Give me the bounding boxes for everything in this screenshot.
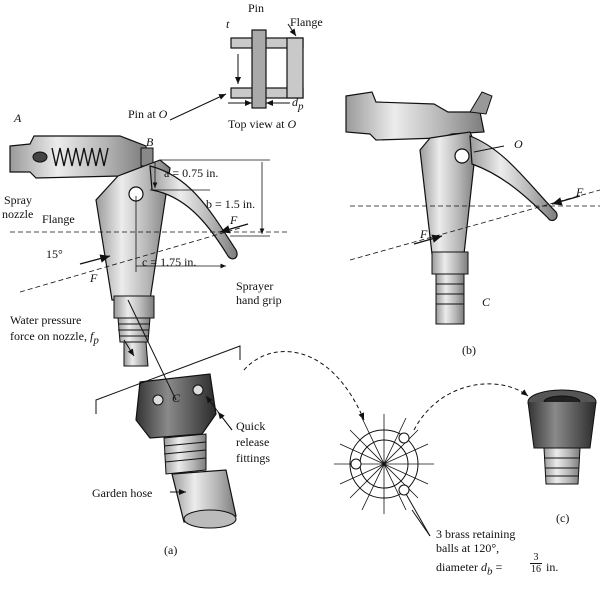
force-arrow-f-left: [79, 254, 111, 265]
label-fittings: fittings: [236, 451, 271, 465]
label-b-point: B: [146, 135, 154, 149]
label-sprayer: Sprayer: [236, 279, 274, 293]
quick-release-fitting: [135, 373, 217, 439]
dimensions-a: [10, 159, 290, 495]
garden-hose: [171, 469, 237, 523]
flange-web: [286, 37, 304, 99]
caption-c: (c): [556, 511, 570, 525]
dashed-arrow-to-detail: [243, 351, 365, 421]
label-water-pressure: Water pressure: [10, 313, 82, 327]
connector-collar: [113, 295, 155, 319]
label-a-point: A: [14, 111, 22, 125]
sprayer-hand-grip: [149, 165, 238, 260]
dashed-arrow-to-c: [413, 383, 529, 431]
b-pin-o: [454, 148, 470, 164]
label-f-left-b: F: [420, 227, 428, 241]
caption-a: (a): [164, 543, 178, 557]
flange-leader: [287, 23, 297, 37]
label-pin-at-o: Pin at O: [128, 107, 168, 121]
label-b-dim: b = 1.5 in.: [206, 197, 256, 211]
label-angle: 15°: [46, 247, 63, 261]
label-top-view: Top view at O: [228, 117, 297, 131]
force-line-a: [19, 227, 241, 293]
label-nozzle: nozzle: [2, 207, 34, 221]
label-hand-grip: hand grip: [236, 293, 282, 307]
hose-end: [183, 509, 237, 529]
nozzle-tip: [123, 341, 149, 367]
fitting-c: [527, 389, 597, 485]
force-arrow-f-right: [219, 223, 249, 234]
label-c-point-a: C: [172, 391, 181, 405]
b-head: [345, 91, 485, 141]
fitting-thread: [163, 433, 207, 475]
label-balls-at: balls at 120°,: [436, 541, 500, 555]
section-bracket: [95, 345, 241, 414]
fraction-denominator: 16: [531, 564, 541, 575]
label-brass-balls: 3 brass retaining: [436, 527, 516, 541]
ball-a: [32, 151, 48, 163]
label-garden-hose: Garden hose: [92, 486, 153, 500]
pin-shape: [251, 29, 267, 109]
label-c-point-b: C: [482, 295, 491, 309]
label-f-right-a: F: [230, 213, 238, 227]
pin-at-o-leader: [169, 93, 227, 121]
caption-b: (b): [462, 343, 476, 357]
label-force-on-nozzle: force on nozzle, fp: [10, 329, 99, 347]
label-pin: Pin: [248, 1, 265, 15]
label-flange-inset: Flange: [290, 15, 323, 29]
label-diameter-unit: in.: [546, 560, 559, 574]
label-a-dim: a = 0.75 in.: [164, 166, 219, 180]
b-grip: [469, 135, 558, 222]
label-c-dim: c = 1.75 in.: [142, 255, 197, 269]
label-quick: Quick: [236, 419, 266, 433]
label-release: release: [236, 435, 270, 449]
fitting-axis: [127, 299, 177, 401]
label-dp: dp: [292, 95, 304, 113]
retaining-balls-detail: [334, 414, 434, 537]
fraction-numerator: 3: [530, 553, 542, 564]
label-diameter: diameter db =: [436, 560, 503, 578]
sprayer-a: [9, 135, 241, 529]
spring: [51, 147, 109, 167]
label-f-left-a: F: [90, 271, 98, 285]
label-t: t: [226, 17, 230, 31]
b-barrel: [419, 131, 477, 255]
top-view-inset: [228, 23, 304, 109]
label-f-right-b: F: [576, 185, 584, 199]
label-spray: Spray: [4, 193, 32, 207]
label-flange: Flange: [42, 212, 75, 226]
label-o-b: O: [514, 137, 523, 151]
sprayer-b: [345, 91, 601, 325]
fp-leader: [123, 339, 135, 357]
